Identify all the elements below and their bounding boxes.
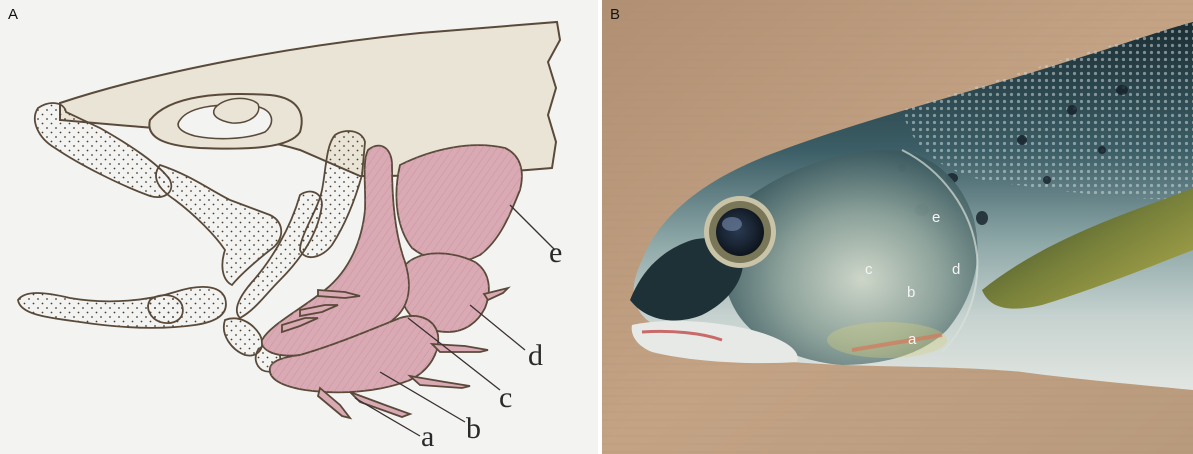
branchiostegal-3 <box>410 376 470 388</box>
photo-label-a: a <box>908 331 917 348</box>
photo-label-e: e <box>932 209 940 226</box>
photo-panel-b: B <box>602 0 1193 454</box>
bone-maxilla <box>156 165 281 285</box>
branchiostegal-4 <box>432 344 488 352</box>
diagram-label-c: c <box>499 381 512 414</box>
bone-articular <box>224 318 262 355</box>
bone-lower-jaw <box>18 287 226 328</box>
fish-photo: e c d b a <box>602 0 1193 454</box>
bone-quadrate <box>148 295 183 323</box>
photo-label-d: d <box>952 261 960 278</box>
diagram-label-a: a <box>421 420 434 453</box>
panel-letter-b: B <box>610 6 620 23</box>
fish-eye <box>704 196 776 268</box>
panel-letter-a: A <box>8 6 18 23</box>
skull-diagram: e d c b a <box>0 0 598 454</box>
diagram-label-b: b <box>466 412 481 445</box>
diagram-label-e: e <box>549 236 562 269</box>
photo-label-b: b <box>907 284 915 301</box>
diagram-panel-a: A <box>0 0 598 454</box>
diagram-label-d: d <box>528 339 543 372</box>
photo-label-c: c <box>865 261 873 278</box>
